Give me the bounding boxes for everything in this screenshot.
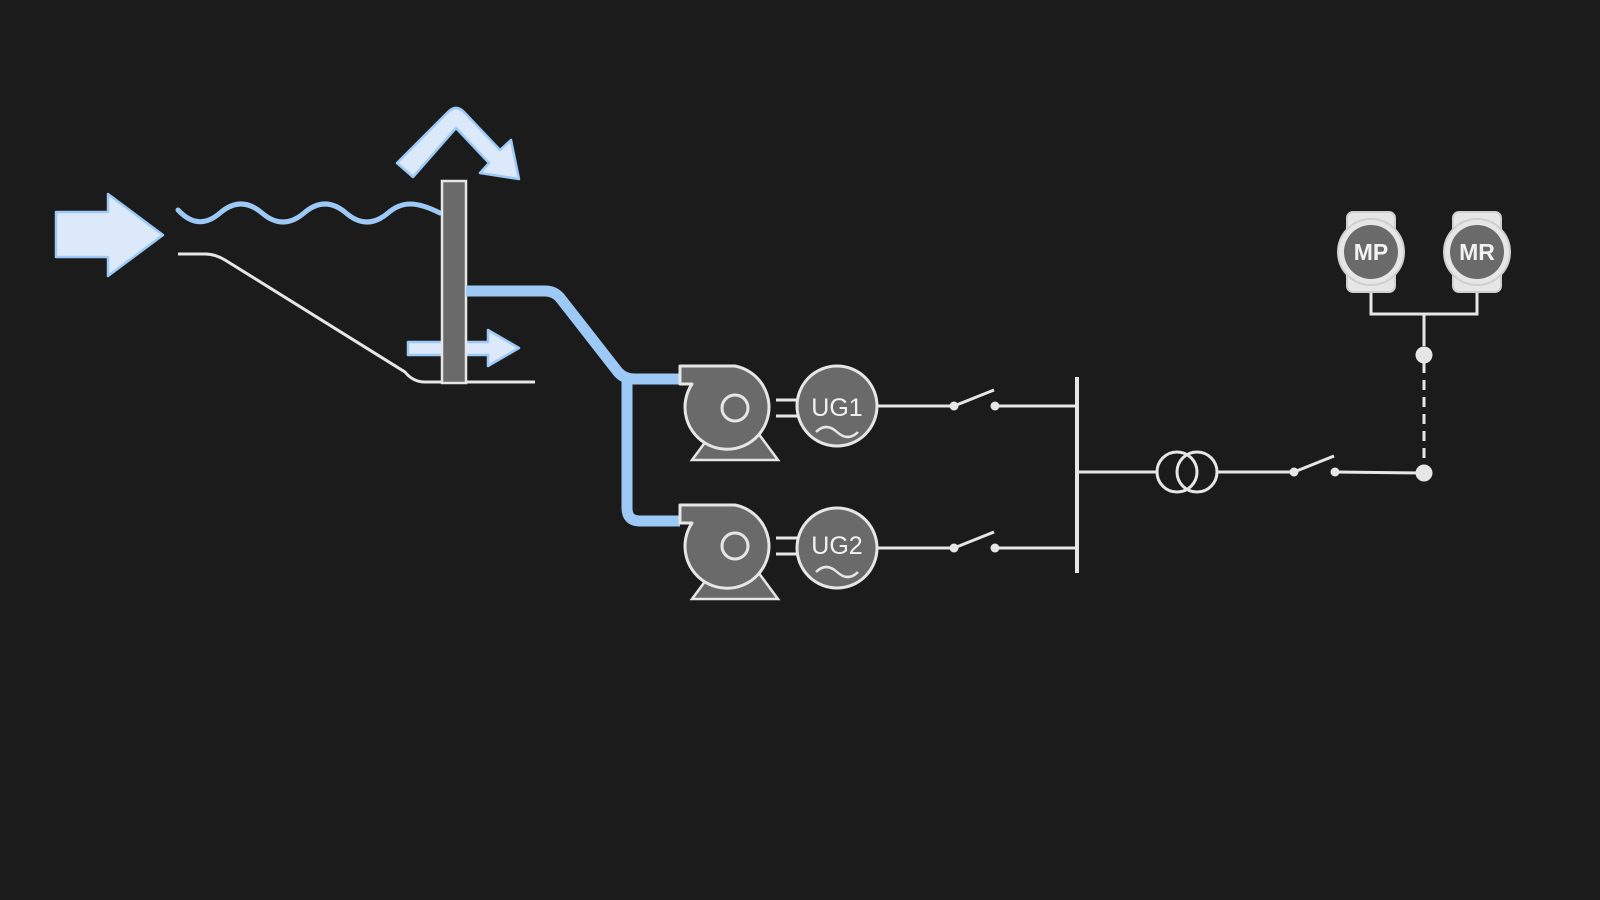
breaker-2-blade-icon bbox=[953, 530, 995, 550]
penstock-branch-pipe bbox=[621, 379, 680, 527]
spillway-overflow-arrow-icon bbox=[395, 106, 521, 181]
meter-mr[interactable]: MR bbox=[1443, 211, 1511, 293]
generator-1-breaker[interactable] bbox=[878, 388, 1076, 411]
meter-mp-label: MP bbox=[1354, 239, 1389, 265]
meter-branch-lines bbox=[1369, 293, 1479, 316]
turbine-1-hub-icon bbox=[720, 393, 750, 423]
generator-1-icon bbox=[795, 364, 879, 448]
generator-2-icon bbox=[795, 506, 879, 590]
turbine-2-hub-icon bbox=[720, 531, 750, 561]
turbine-1-icon bbox=[678, 364, 771, 451]
step-up-transformer[interactable] bbox=[1155, 450, 1219, 494]
metering-point-node bbox=[1415, 464, 1433, 482]
generator-2-breaker[interactable] bbox=[878, 530, 1076, 553]
meter-mr-face bbox=[1450, 225, 1504, 279]
penstock-pipe bbox=[466, 285, 680, 385]
turbine-unit-1[interactable]: UG1 bbox=[678, 364, 879, 462]
generator-1-ac-wave-icon bbox=[815, 425, 859, 439]
meter-junction-node bbox=[1415, 346, 1433, 364]
reservoir-bed-line bbox=[178, 252, 535, 384]
inflow-arrow-icon bbox=[54, 192, 165, 278]
line-feeder-b bbox=[1334, 470, 1425, 475]
turbine-2-icon bbox=[678, 503, 771, 590]
dam-wall bbox=[440, 179, 468, 385]
meter-mp-face bbox=[1344, 225, 1398, 279]
transformer-primary-winding-icon bbox=[1155, 450, 1199, 494]
line-breaker[interactable] bbox=[1217, 454, 1425, 477]
generator-1-label: UG1 bbox=[811, 394, 862, 422]
generator-2-ac-wave-icon bbox=[815, 565, 859, 579]
reservoir-water-surface bbox=[175, 201, 443, 225]
turbine-unit-2[interactable]: UG2 bbox=[678, 503, 879, 601]
breaker-1-blade-icon bbox=[953, 388, 995, 408]
meter-mr-label: MR bbox=[1459, 239, 1495, 265]
generator-2-label: UG2 bbox=[811, 532, 862, 560]
line-breaker-blade-icon bbox=[1293, 454, 1335, 474]
meter-mp[interactable]: MP bbox=[1337, 211, 1405, 293]
